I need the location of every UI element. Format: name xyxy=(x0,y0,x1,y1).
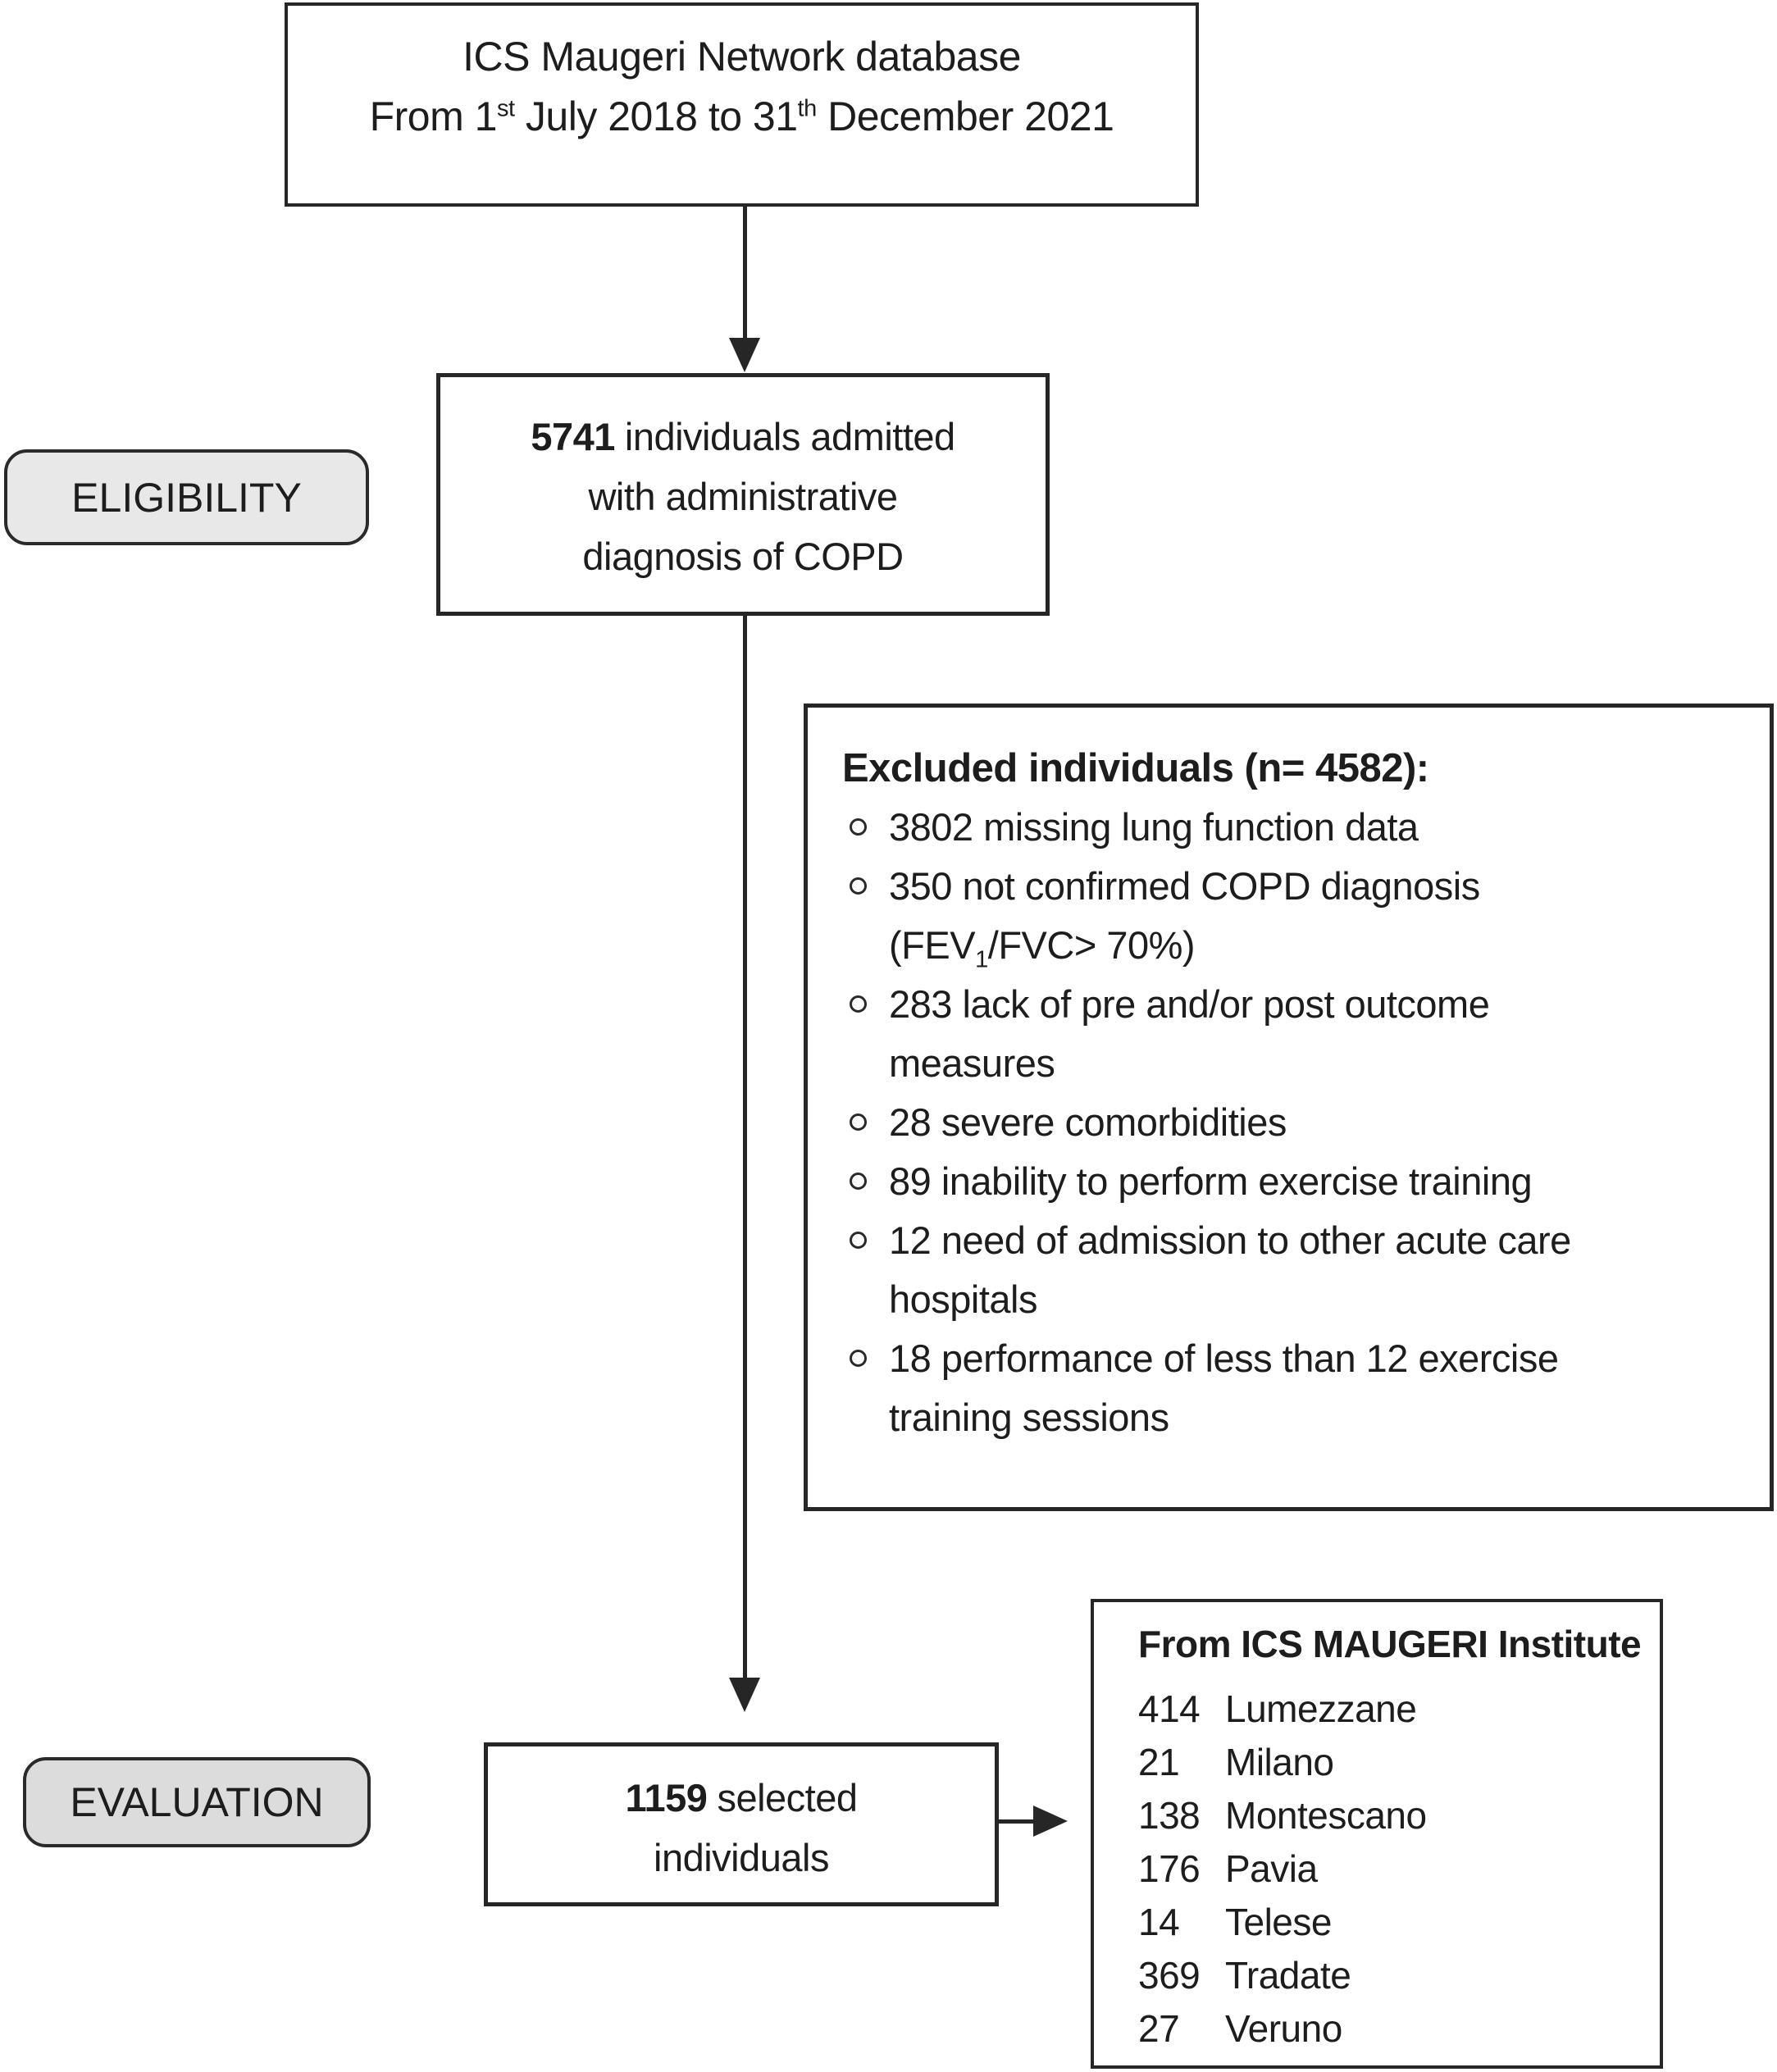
site-name: Telese xyxy=(1225,1901,1332,1943)
admitted-line3: diagnosis of COPD xyxy=(582,535,904,578)
arrow-database-to-admitted-head xyxy=(729,338,760,372)
selected-count: 1159 xyxy=(625,1776,708,1819)
institute-site-row: 27 Veruno xyxy=(1138,2002,1648,2056)
site-count: 14 xyxy=(1138,1901,1180,1943)
excluded-item: 89 inability to perform exercise trainin… xyxy=(842,1152,1753,1211)
site-count: 21 xyxy=(1138,1741,1180,1783)
circle-bullet-icon xyxy=(850,1113,867,1131)
arrow-admitted-to-selected-head xyxy=(729,1678,760,1712)
excluded-item: 12 need of admission to other acute care… xyxy=(842,1211,1753,1329)
excluded-item-text: 28 severe comorbidities xyxy=(889,1100,1287,1144)
circle-bullet-icon xyxy=(850,1173,867,1190)
ordinal-sup: st xyxy=(496,95,515,122)
database-box: ICS Maugeri Network database From 1st Ju… xyxy=(285,2,1199,207)
site-count: 414 xyxy=(1138,1687,1201,1730)
excluded-item-wrap: training sessions xyxy=(889,1396,1169,1439)
institute-site-row: 21 Milano xyxy=(1138,1736,1648,1789)
institute-site-list: 414 Lumezzane 21 Milano 138 Montescano 176 P… xyxy=(1138,1683,1648,2056)
arrow-admitted-to-selected-line xyxy=(743,616,747,1679)
site-name: Veruno xyxy=(1225,2007,1342,2050)
excluded-item-text: 12 need of admission to other acute care xyxy=(889,1218,1571,1262)
admitted-line2: with administrative xyxy=(588,475,898,518)
site-name: Lumezzane xyxy=(1225,1687,1417,1730)
excluded-item-text: 3802 missing lung function data xyxy=(889,805,1419,849)
excluded-item: 283 lack of pre and/or post outcome meas… xyxy=(842,975,1753,1093)
excluded-item: 350 not confirmed COPD diagnosis (FEV1/F… xyxy=(842,857,1753,975)
stage-label-evaluation: EVALUATION xyxy=(23,1757,371,1847)
circle-bullet-icon xyxy=(850,1350,867,1367)
excluded-item: 18 performance of less than 12 exercise … xyxy=(842,1329,1753,1447)
excluded-item-wrap: (FEV1/FVC> 70%) xyxy=(889,923,1196,973)
arrow-selected-to-institute-head xyxy=(1033,1806,1068,1837)
admitted-count: 5741 xyxy=(531,415,615,458)
excluded-item: 28 severe comorbidities xyxy=(842,1093,1753,1152)
institute-box: From ICS MAUGERI Institute 414 Lumezzane … xyxy=(1091,1599,1663,2069)
excluded-item-text: 18 performance of less than 12 exercise xyxy=(889,1337,1559,1380)
institute-site-row: 14 Telese xyxy=(1138,1896,1648,1949)
excluded-box: Excluded individuals (n= 4582): 3802 mis… xyxy=(804,704,1774,1511)
excluded-items: 3802 missing lung function data 350 not … xyxy=(842,798,1753,1447)
excluded-item-text: 350 not confirmed COPD diagnosis xyxy=(889,864,1480,908)
circle-bullet-icon xyxy=(850,818,867,836)
institute-title: From ICS MAUGERI Institute xyxy=(1138,1623,1642,1665)
circle-bullet-icon xyxy=(850,877,867,895)
site-count: 27 xyxy=(1138,2007,1180,2050)
arrow-database-to-admitted-line xyxy=(743,207,747,339)
site-name: Milano xyxy=(1225,1741,1334,1783)
database-title: ICS Maugeri Network database xyxy=(462,34,1021,80)
institute-site-row: 369 Tradate xyxy=(1138,1949,1648,2002)
arrow-selected-to-institute-line xyxy=(999,1819,1037,1824)
site-count: 176 xyxy=(1138,1847,1201,1890)
excluded-item-text: 89 inability to perform exercise trainin… xyxy=(889,1159,1533,1203)
site-name: Montescano xyxy=(1225,1794,1427,1837)
site-name: Tradate xyxy=(1225,1954,1351,1997)
database-daterange: From 1st July 2018 to 31th December 2021 xyxy=(369,93,1114,139)
institute-site-row: 414 Lumezzane xyxy=(1138,1683,1648,1736)
ordinal-sup: th xyxy=(797,95,818,122)
excluded-title: Excluded individuals (n= 4582): xyxy=(842,746,1429,790)
excluded-item-wrap: measures xyxy=(889,1041,1055,1085)
site-name: Pavia xyxy=(1225,1847,1318,1890)
stage-label-eligibility: ELIGIBILITY xyxy=(4,449,369,545)
site-count: 138 xyxy=(1138,1794,1201,1837)
institute-site-row: 176 Pavia xyxy=(1138,1842,1648,1896)
excluded-item: 3802 missing lung function data xyxy=(842,798,1753,857)
circle-bullet-icon xyxy=(850,995,867,1013)
selected-line2: individuals xyxy=(654,1836,829,1879)
circle-bullet-icon xyxy=(850,1232,867,1249)
site-count: 369 xyxy=(1138,1954,1201,1997)
institute-site-row: 138 Montescano xyxy=(1138,1789,1648,1842)
excluded-item-text: 283 lack of pre and/or post outcome xyxy=(889,982,1490,1026)
excluded-item-wrap: hospitals xyxy=(889,1277,1037,1321)
